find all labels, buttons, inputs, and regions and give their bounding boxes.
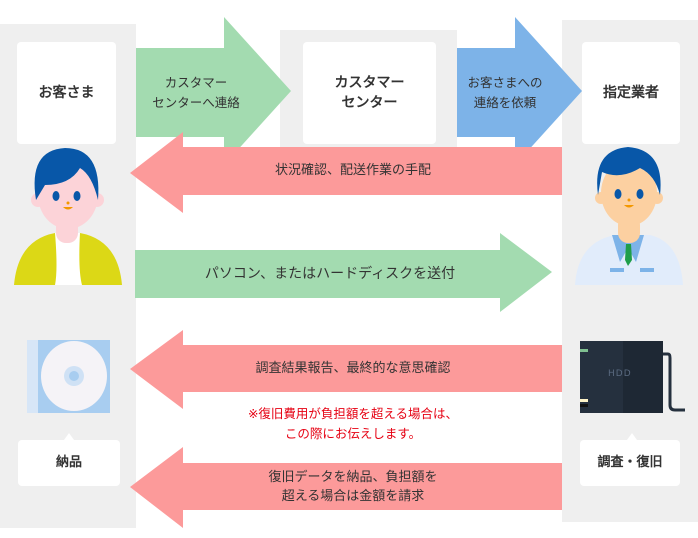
arrow-deliver — [130, 447, 562, 528]
center-label-line1: カスタマー — [334, 75, 405, 91]
vendor-person-icon — [575, 147, 683, 285]
deliver-line2: 超える場合は金額を請求 — [281, 488, 425, 504]
request-contact-line1: お客さまへの — [467, 74, 543, 90]
delivery-box: 納品 — [18, 440, 120, 486]
arrow-send-device — [135, 233, 552, 312]
customer-label: お客さま — [38, 85, 95, 101]
arrow-request-contact-text: お客さまへの 連絡を依頼 — [455, 48, 555, 137]
note-line1: ※復旧費用が負担額を超える場合は、 — [247, 406, 459, 421]
vendor-box: 指定業者 — [582, 42, 680, 144]
delivery-label: 納品 — [55, 455, 82, 470]
status-check-text: 状況確認、配送作業の手配 — [274, 163, 431, 178]
vendor-label: 指定業者 — [603, 85, 659, 101]
customer-person-icon — [14, 148, 122, 285]
contact-center-line1: カスタマー — [164, 74, 228, 90]
arrow-send-device-text: パソコン、またはハードディスクを送付 — [135, 250, 525, 298]
hdd-icon — [580, 341, 685, 413]
arrow-status-check-text: 状況確認、配送作業の手配 — [183, 147, 523, 195]
hdd-label: HDD — [608, 369, 632, 379]
request-contact-line2: 連絡を依頼 — [473, 94, 537, 110]
arrow-contact-center — [136, 17, 291, 165]
arrow-contact-center-text: カスタマー センターへ連絡 — [136, 48, 256, 137]
cd-case-icon — [27, 340, 110, 413]
cost-note: ※復旧費用が負担額を超える場合は、 この際にお伝えします。 — [183, 404, 523, 444]
report-text: 調査結果報告、最終的な意思確認 — [255, 360, 451, 376]
arrow-request-contact — [457, 17, 582, 165]
investigation-box: 調査・復旧 — [580, 440, 680, 486]
contact-center-line2: センターへ連絡 — [152, 94, 240, 110]
note-line2: この際にお伝えします。 — [284, 426, 422, 441]
arrow-deliver-text: 復旧データを納品、負担額を 超える場合は金額を請求 — [183, 463, 523, 510]
send-device-text: パソコン、またはハードディスクを送付 — [204, 266, 456, 282]
arrow-status-check — [130, 132, 562, 213]
center-label-line2: センター — [341, 95, 398, 111]
customer-center-box: カスタマー センター — [303, 42, 436, 144]
customer-box: お客さま — [17, 42, 116, 144]
deliver-line1: 復旧データを納品、負担額を — [268, 469, 438, 485]
investigation-label: 調査・復旧 — [597, 455, 663, 470]
arrow-report-text: 調査結果報告、最終的な意思確認 — [183, 345, 523, 392]
arrow-report — [130, 330, 562, 409]
